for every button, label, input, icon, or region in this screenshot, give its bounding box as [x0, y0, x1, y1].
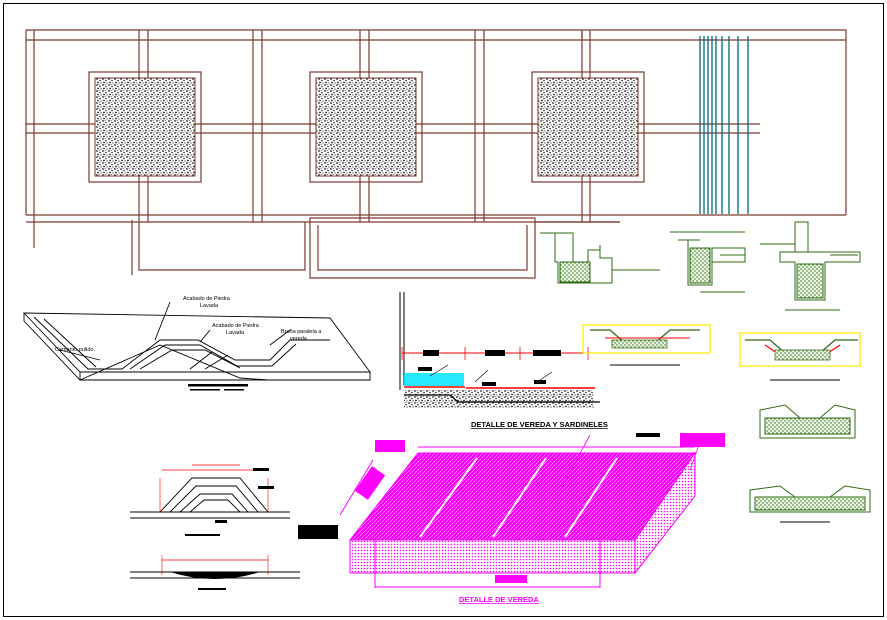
tree-pit-1-gravel — [94, 77, 196, 177]
magenta-slab-top — [348, 452, 696, 541]
ramp-section-wedge — [170, 572, 260, 579]
green-curb-detail-1 — [540, 232, 660, 284]
ramp-plan-outline — [158, 477, 269, 513]
curb-label-cemento: Cemento pulido. — [55, 347, 96, 353]
green-section-4 — [749, 485, 871, 523]
ramp-plan-detail — [130, 464, 300, 579]
curb-detail-caption — [188, 384, 248, 391]
section-note-tag-1 — [418, 367, 432, 371]
curb-label-acabado-2: Acabado de Piedra — [212, 323, 260, 329]
plan-outline — [25, 29, 847, 248]
section-dim-tag-1 — [423, 350, 439, 356]
tree-pit-2-frame — [309, 71, 423, 183]
curb-label-lavada-2: Lavada — [226, 330, 245, 336]
section-dim-ticks — [401, 347, 589, 360]
curb-leaders — [59, 301, 291, 361]
ramp-plan-base-lines — [130, 511, 290, 519]
section-cyan-fill — [404, 373, 464, 386]
green-curb-detail-3 — [760, 221, 861, 311]
section-base-gravel — [404, 390, 594, 408]
section-wall — [399, 292, 405, 390]
sheet-border — [3, 3, 884, 617]
curb-front-wedge — [79, 344, 269, 381]
curb-label-acabado-1: Acabado de Piedra — [183, 296, 231, 302]
ramp-plan-dims-vertical — [159, 478, 269, 512]
green-curb-detail-2 — [670, 231, 746, 293]
plan-top-strips — [26, 30, 846, 41]
curb-isometric-detail — [22, 301, 371, 381]
ramp-section-dim-ticks — [161, 555, 269, 575]
sidewalk-section-detail — [399, 292, 600, 408]
magenta-callout-left — [298, 525, 338, 539]
tree-pit-2-gravel — [315, 77, 417, 177]
magenta-callout-top — [636, 433, 660, 437]
curb-label-bruna-2: vereda — [290, 336, 308, 342]
magenta-tag-4 — [354, 466, 386, 500]
yellow-section-2 — [739, 332, 861, 381]
ramp-plan-dims — [162, 464, 268, 471]
yellow-section-1 — [582, 324, 711, 366]
plan-lower-frame-left — [131, 220, 306, 275]
section-note-tag-2 — [482, 382, 496, 386]
magenta-dim-lines — [339, 446, 695, 588]
magenta-slab-side — [634, 451, 696, 575]
ramp-captions — [185, 468, 274, 590]
section-black-profile — [404, 394, 600, 403]
magenta-tag-3 — [495, 575, 527, 583]
tree-pit-3-frame — [531, 71, 645, 183]
magenta-joint-lines — [419, 457, 618, 538]
curb-label-lavada-1: Lavada — [200, 303, 219, 309]
title-vereda: DETALLE DE VEREDA — [459, 595, 539, 604]
section-dim-tag-2 — [485, 350, 505, 356]
magenta-tag-1 — [375, 440, 405, 452]
tree-pit-3-gravel — [537, 77, 639, 177]
tree-pit-1-frame — [88, 71, 202, 183]
section-leaders — [429, 364, 553, 383]
magenta-sidewalk-detail — [298, 433, 725, 588]
curb-label-bruna-1: Bruña paralela a — [281, 329, 322, 335]
section-note-tag-3 — [534, 380, 546, 384]
section-red-level — [404, 386, 595, 389]
magenta-tag-2 — [680, 433, 725, 447]
ramp-plan-inner — [169, 485, 259, 513]
plan-teal-strip — [699, 36, 749, 214]
magenta-slab-front — [349, 539, 636, 574]
curb-ramp-lines — [33, 316, 330, 370]
green-section-3 — [759, 404, 856, 439]
title-vereda-sardineles: DETALLE DE VEREDA Y SARDINELES — [471, 420, 608, 429]
section-dim-tag-3 — [533, 350, 561, 356]
plan-lower-frame-center — [309, 217, 536, 279]
